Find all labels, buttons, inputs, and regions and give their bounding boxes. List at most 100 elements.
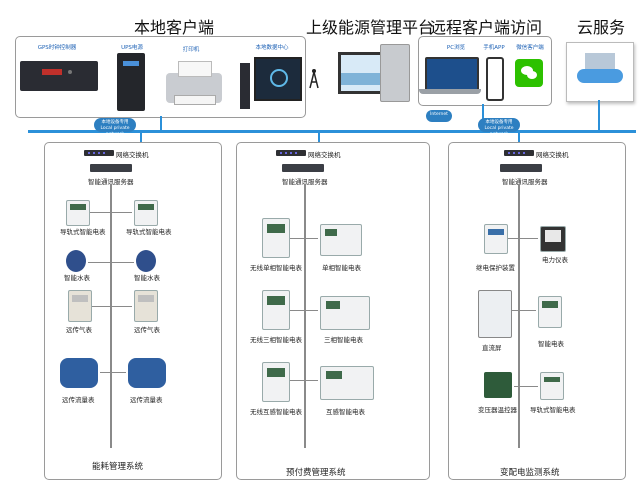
panel1-server-label: 智能通讯服务器 — [88, 178, 134, 186]
platform-title: 上级能源管理平台 — [306, 18, 435, 37]
gps-clock-controller-icon — [20, 61, 98, 91]
cloud-service-title: 云服务 — [577, 18, 626, 37]
cloud-server-icon — [585, 53, 615, 71]
distribution-system-label: 变配电监测系统 — [500, 468, 560, 478]
wechat-client-label: 微信客户端 — [516, 45, 544, 51]
ups-label: UPS电源 — [121, 45, 143, 51]
panel1-vertical-bus — [110, 184, 112, 448]
drop-center — [318, 130, 320, 144]
printer-label: 打印机 — [182, 47, 200, 53]
p2-dev2-label: 无线三相智能电表 — [250, 336, 302, 344]
printer-icon — [166, 61, 222, 105]
energy-system-label: 能耗管理系统 — [92, 462, 144, 472]
p1-dev6-label: 远传流量表 — [62, 396, 95, 404]
gps-clock-label: GPS时钟控制器 — [37, 45, 77, 51]
ups-power-icon — [117, 53, 145, 111]
wechat-icon — [515, 59, 543, 87]
main-network-bus — [28, 130, 636, 133]
wireless-three-phase-meter-icon — [262, 290, 290, 330]
drop-left — [140, 130, 142, 144]
drop-right — [518, 130, 520, 144]
wireless-ct-meter-icon — [262, 362, 290, 402]
panel2-vertical-bus — [304, 184, 306, 448]
panel1-switch-label: 网络交换机 — [116, 151, 149, 159]
p3-dev5-label: 导轨式智能电表 — [530, 406, 576, 414]
pc-browse-label: PC浏览 — [446, 45, 466, 51]
dc-cabinet-icon — [478, 290, 512, 338]
water-meter-icon — [66, 250, 86, 272]
internet-label: Internet — [430, 112, 448, 117]
p2-dev1-label: 单相智能电表 — [322, 264, 361, 272]
flow-meter-icon — [128, 358, 166, 388]
rail-smart-meter-icon — [66, 200, 90, 226]
panel3-vertical-bus — [518, 184, 520, 448]
panel2-switch-label: 网络交换机 — [308, 151, 341, 159]
network-switch-icon — [504, 150, 534, 156]
panel3-switch-label: 网络交换机 — [536, 151, 569, 159]
panel2-server-label: 智能通讯服务器 — [282, 178, 328, 186]
tower-pc-icon — [240, 63, 250, 109]
remote-client-panel: PC浏览 手机APP 微信客户端 — [418, 36, 552, 106]
p2-dev0-label: 无线单相智能电表 — [250, 264, 302, 272]
cloud-right-line1: 本地设备专用 — [485, 120, 513, 125]
p1-dev5-label: 远传气表 — [134, 326, 160, 334]
gas-meter-icon — [134, 290, 158, 322]
three-phase-meter-icon — [320, 296, 370, 330]
comm-server-icon — [282, 164, 324, 172]
wireless-single-phase-meter-icon — [262, 218, 290, 258]
p1-dev7-label: 远传流量表 — [130, 396, 163, 404]
remote-bus-link — [482, 104, 484, 130]
monitor-icon — [254, 57, 302, 101]
power-meter-icon — [540, 226, 566, 252]
network-switch-icon — [84, 150, 114, 156]
p1-dev0-label: 导轨式智能电表 — [60, 228, 106, 236]
gas-meter-icon — [68, 290, 92, 322]
distribution-monitoring-panel — [448, 142, 626, 480]
p3-dev0-label: 继电保护装置 — [476, 264, 515, 272]
transformer-temperature-controller-icon — [484, 372, 512, 398]
phone-icon — [486, 57, 504, 101]
cloud-left-line2: Local private network — [100, 126, 130, 137]
cloud-service-box — [566, 42, 634, 102]
rail-smart-meter-icon — [540, 372, 564, 400]
single-phase-meter-icon — [320, 224, 362, 256]
mobile-app-label: 手机APP — [483, 45, 505, 51]
smart-meter-icon — [538, 296, 562, 328]
cloud-icon — [577, 69, 623, 83]
remote-client-title: 远程客户端访问 — [430, 18, 543, 37]
p1-dev4-label: 远传气表 — [66, 326, 92, 334]
p3-dev1-label: 电力仪表 — [542, 256, 568, 264]
local-private-network-left: 本地设备专用 Local private network — [94, 118, 136, 137]
p3-dev4-label: 变压器温控器 — [478, 406, 517, 414]
cloud-right-line2: Local private network — [484, 126, 514, 137]
p3-dev3-label: 智能电表 — [538, 340, 564, 348]
p3-dev2-label: 直流屏 — [482, 344, 502, 352]
local-private-network-right: 本地设备专用 Local private network — [478, 118, 520, 137]
panel3-server-label: 智能通讯服务器 — [502, 178, 548, 186]
rail-smart-meter-icon — [134, 200, 158, 226]
water-meter-icon — [136, 250, 156, 272]
flow-meter-icon — [60, 358, 98, 388]
local-client-panel: GPS时钟控制器 UPS电源 打印机 本地数据中心 — [15, 36, 306, 118]
antenna-icon — [308, 66, 320, 90]
p1-dev2-label: 智能水表 — [64, 274, 90, 282]
laptop-icon — [425, 57, 479, 91]
p1-dev3-label: 智能水表 — [134, 274, 160, 282]
relay-protection-icon — [484, 224, 508, 254]
prepaid-system-label: 预付费管理系统 — [286, 468, 346, 478]
p2-dev5-label: 互感智能电表 — [326, 408, 365, 416]
platform-server-icon — [380, 44, 410, 102]
internet-cloud: Internet — [426, 110, 452, 122]
local-client-title: 本地客户端 — [134, 18, 215, 37]
cloud-bus-link — [598, 100, 600, 130]
comm-server-icon — [500, 164, 542, 172]
cloud-left-line1: 本地设备专用 — [101, 120, 129, 125]
ct-meter-icon — [320, 366, 374, 400]
p1-dev1-label: 导轨式智能电表 — [126, 228, 172, 236]
p2-dev4-label: 无线互感智能电表 — [250, 408, 302, 416]
local-bus-link — [160, 116, 162, 130]
network-switch-icon — [276, 150, 306, 156]
p2-dev3-label: 三相智能电表 — [324, 336, 363, 344]
data-center-label: 本地数据中心 — [255, 45, 289, 51]
comm-server-icon — [90, 164, 132, 172]
